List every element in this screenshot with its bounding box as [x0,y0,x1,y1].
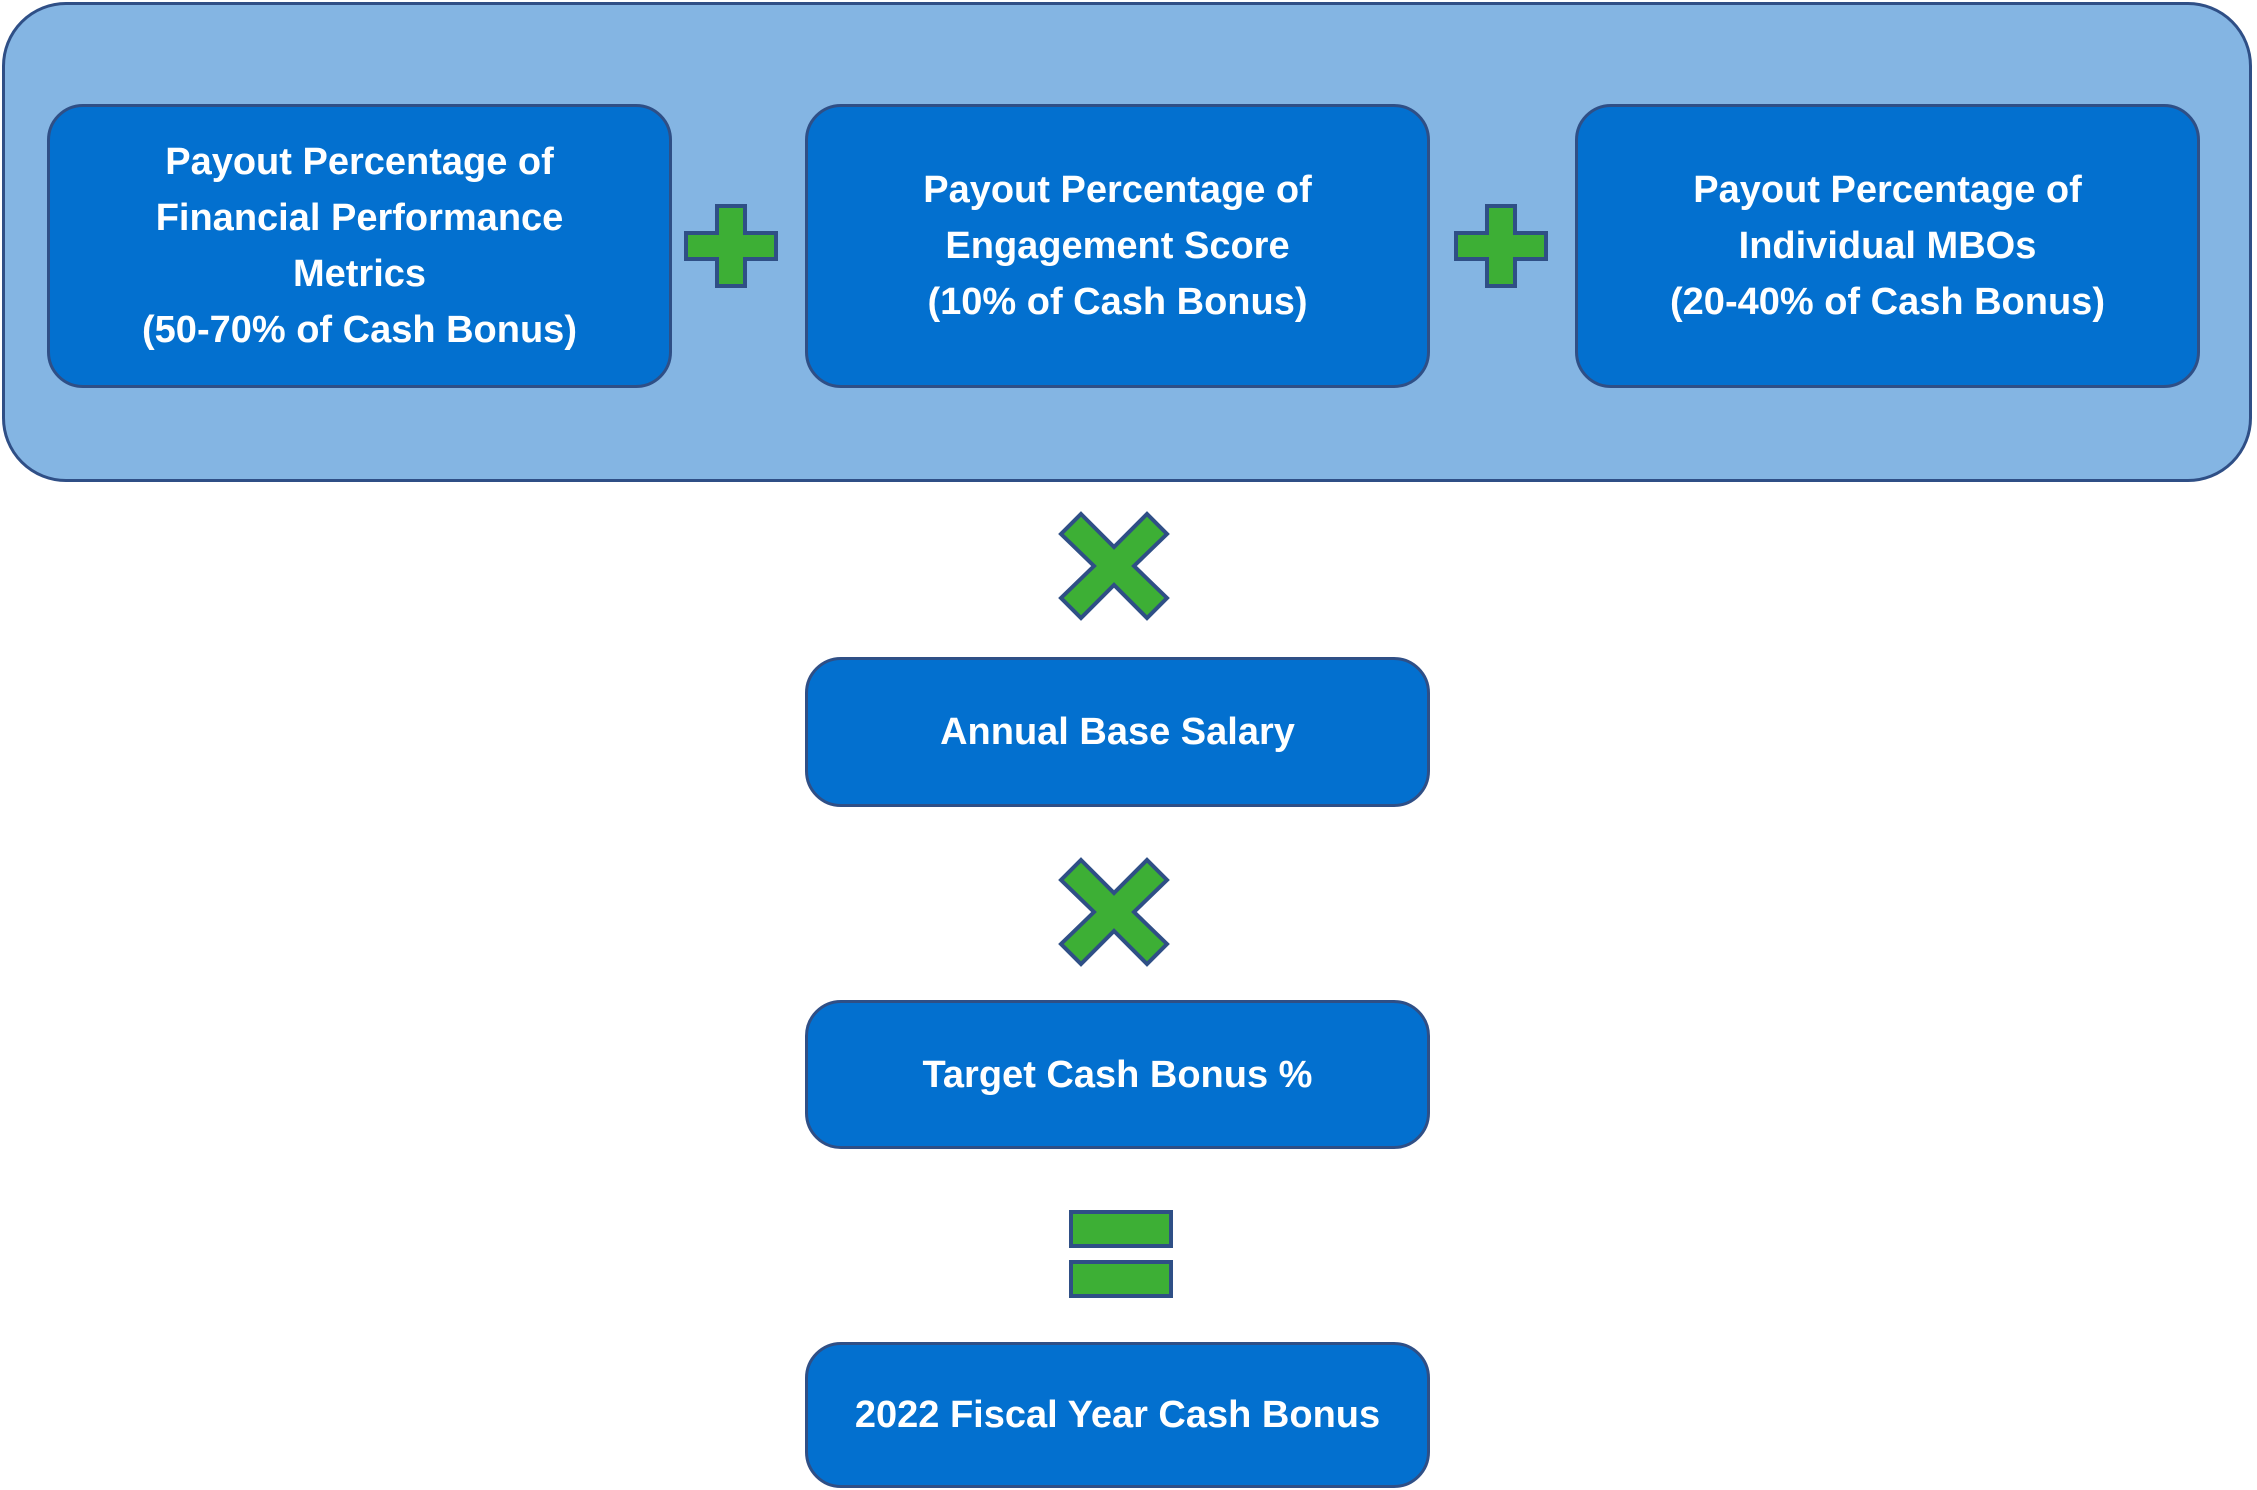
engagement-score-line-3: (10% of Cash Bonus) [927,281,1308,323]
multiply-icon [1058,511,1170,621]
individual-mbos-line-1: Payout Percentage of [1693,169,2082,211]
plus-icon [684,204,778,288]
annual-base-salary-label: Annual Base Salary [940,711,1295,753]
financial-performance-line-2: Financial Performance [155,197,564,239]
financial-performance-line-3: Metrics [292,253,427,295]
engagement-score-line-2: Engagement Score [945,225,1290,267]
engagement-score-line-1: Payout Percentage of [923,169,1312,211]
individual-mbos-line-3: (20-40% of Cash Bonus) [1670,281,2105,323]
multiply-icon [1058,857,1170,967]
individual-mbos-line-2: Individual MBOs [1738,225,2037,267]
financial-performance-box: Payout Percentage of Financial Performan… [47,104,672,388]
fiscal-year-cash-bonus-box: 2022 Fiscal Year Cash Bonus [805,1342,1430,1488]
annual-base-salary-box: Annual Base Salary [805,657,1430,807]
individual-mbos-box: Payout Percentage of Individual MBOs (20… [1575,104,2200,388]
plus-icon [1454,204,1548,288]
financial-performance-line-1: Payout Percentage of [165,141,554,183]
engagement-score-box: Payout Percentage of Engagement Score (1… [805,104,1430,388]
target-cash-bonus-box: Target Cash Bonus % [805,1000,1430,1149]
financial-performance-line-4: (50-70% of Cash Bonus) [142,309,577,351]
target-cash-bonus-label: Target Cash Bonus % [922,1053,1313,1096]
equals-icon [1069,1210,1173,1298]
fiscal-year-cash-bonus-label: 2022 Fiscal Year Cash Bonus [854,1394,1381,1436]
